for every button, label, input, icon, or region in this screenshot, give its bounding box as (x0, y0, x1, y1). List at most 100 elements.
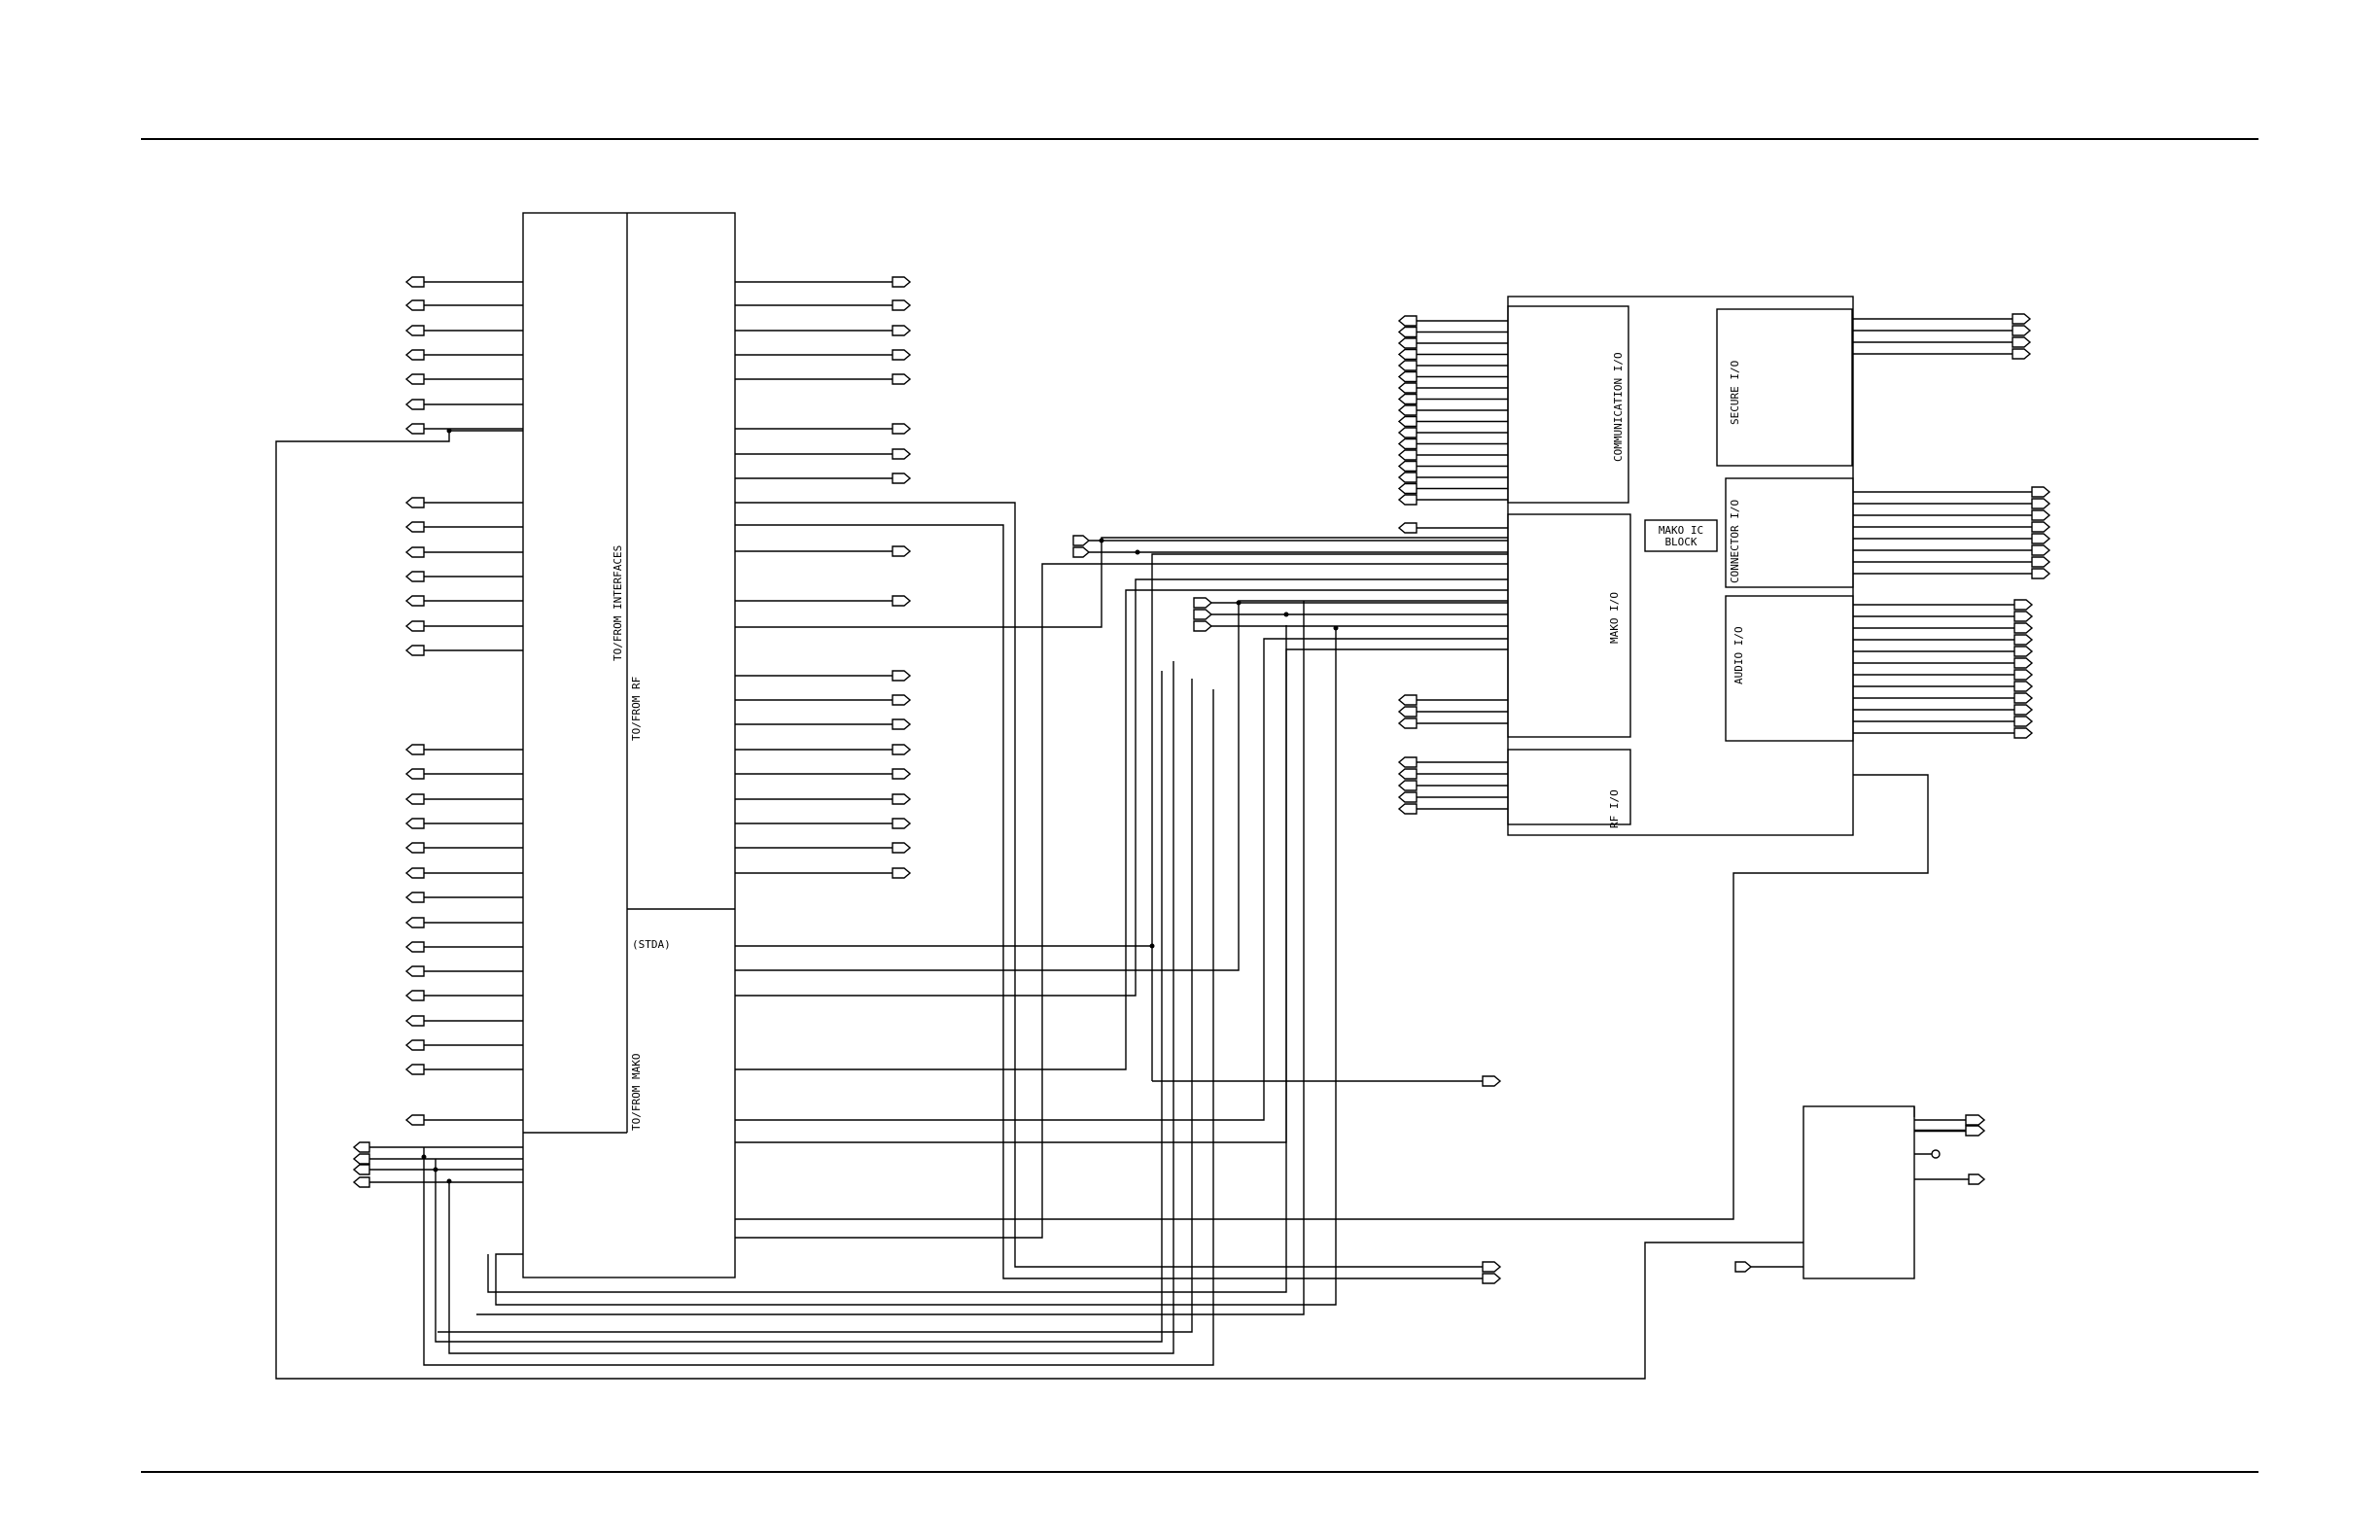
comm-pin-4 (1399, 350, 1417, 360)
rf-pin-12 (892, 695, 910, 705)
interface-pin-7 (406, 424, 424, 434)
audio-pin-9 (2014, 693, 2032, 703)
interface-pin-25 (406, 991, 424, 1000)
audio-pin-6 (2014, 658, 2032, 668)
rf-pin-group (735, 277, 910, 878)
rf-pin-8 (892, 473, 910, 483)
rf-pin-17 (892, 819, 910, 828)
main-ic-block (523, 213, 735, 1278)
to-from-interfaces-label: TO/FROM INTERFACES (612, 545, 624, 661)
audio-pin-3 (2014, 623, 2032, 633)
interface-pin-group (406, 277, 523, 1125)
comm-pin-2 (1399, 328, 1417, 337)
interconnect-wiring (276, 429, 1928, 1380)
comm-pin-9 (1399, 405, 1417, 415)
audio-io-label: AUDIO I/O (1732, 626, 1745, 684)
rf-pin-5 (892, 374, 910, 384)
interface-pin-17 (406, 794, 424, 804)
secure-pin-2 (2012, 326, 2030, 335)
communication-io-box (1508, 306, 1628, 503)
rf-io-pin-3 (1399, 781, 1417, 790)
audio-pin-8 (2014, 682, 2032, 691)
interface-pin-9 (406, 522, 424, 532)
connector-pin-7 (2032, 557, 2049, 567)
interface-pin-4 (406, 350, 424, 360)
comm-pin-16 (1399, 484, 1417, 494)
interface-pin-21 (406, 892, 424, 902)
interface-pin-22 (406, 918, 424, 928)
interface-pin-23 (406, 942, 424, 952)
connector-io-label: CONNECTOR I/O (1729, 500, 1741, 583)
to-from-rf-label: TO/FROM RF (630, 677, 643, 741)
comm-pin-6 (1399, 372, 1417, 382)
rf-pin-15 (892, 769, 910, 779)
rf-pin-4 (892, 350, 910, 360)
interface-pin-3 (406, 326, 424, 335)
interface-pin-16 (406, 769, 424, 779)
small-block (1735, 1106, 1984, 1278)
mako-io-label: MAKO I/O (1608, 592, 1621, 644)
secure-pin-1 (2012, 314, 2030, 324)
rf-pin-9 (892, 546, 910, 556)
audio-pin-1 (2014, 600, 2032, 610)
interface-pin-2 (406, 300, 424, 310)
interface-pin-26 (406, 1016, 424, 1026)
rf-pin-13 (892, 719, 910, 729)
connector-pin-8 (2032, 569, 2049, 578)
interface-pin-14 (406, 646, 424, 655)
rf-pin-10 (892, 596, 910, 606)
rf-io-pin-1 (1399, 757, 1417, 767)
interface-pin-29 (406, 1115, 424, 1125)
communication-io-label: COMMUNICATION I/O (1612, 352, 1625, 462)
secure-io-label: SECURE I/O (1729, 361, 1741, 425)
rf-pin-1 (892, 277, 910, 287)
interface-pin-27 (406, 1040, 424, 1050)
interface-pin-10 (406, 547, 424, 557)
interface-pin-18 (406, 819, 424, 828)
rf-pin-11 (892, 671, 910, 681)
stda-label: (STDA) (632, 938, 671, 951)
mako-left-pin-2 (1399, 695, 1417, 705)
interface-pin-5 (406, 374, 424, 384)
comm-pin-5 (1399, 361, 1417, 370)
mako-ic-block (1508, 297, 1853, 835)
comm-pin-14 (1399, 462, 1417, 472)
rf-pin-14 (892, 745, 910, 754)
secure-pin-4 (2012, 349, 2030, 359)
audio-pin-7 (2014, 670, 2032, 680)
interface-pin-19 (406, 843, 424, 853)
comm-pin-13 (1399, 450, 1417, 460)
comm-pin-15 (1399, 472, 1417, 482)
audio-pin-5 (2014, 647, 2032, 656)
interface-pin-11 (406, 572, 424, 581)
interface-pin-24 (406, 966, 424, 976)
rf-io-pin-4 (1399, 792, 1417, 802)
interface-pin-20 (406, 868, 424, 878)
rf-io-pin-2 (1399, 769, 1417, 779)
comm-pin-3 (1399, 338, 1417, 348)
rf-pin-2 (892, 300, 910, 310)
interface-pin-6 (406, 400, 424, 409)
connector-pin-4 (2032, 522, 2049, 532)
connector-pin-6 (2032, 545, 2049, 555)
comm-pin-7 (1399, 383, 1417, 393)
mako-left-pin-4 (1399, 718, 1417, 728)
mako-left-pin-3 (1399, 707, 1417, 717)
rf-pin-18 (892, 843, 910, 853)
connector-pin-2 (2032, 499, 2049, 508)
interface-pin-8 (406, 498, 424, 508)
comm-pin-17 (1399, 495, 1417, 505)
comm-pin-12 (1399, 439, 1417, 449)
connector-pin-5 (2032, 534, 2049, 543)
mako-left-pin-1 (1399, 523, 1417, 533)
secure-pin-3 (2012, 337, 2030, 347)
audio-pin-12 (2014, 728, 2032, 738)
audio-pin-11 (2014, 717, 2032, 726)
rf-pin-16 (892, 794, 910, 804)
to-from-mako-label: TO/FROM MAKO (630, 1054, 643, 1131)
mako-ic-label-line2: BLOCK (1664, 536, 1697, 548)
audio-pin-10 (2014, 705, 2032, 715)
connector-pin-1 (2032, 487, 2049, 497)
interface-pin-13 (406, 621, 424, 631)
